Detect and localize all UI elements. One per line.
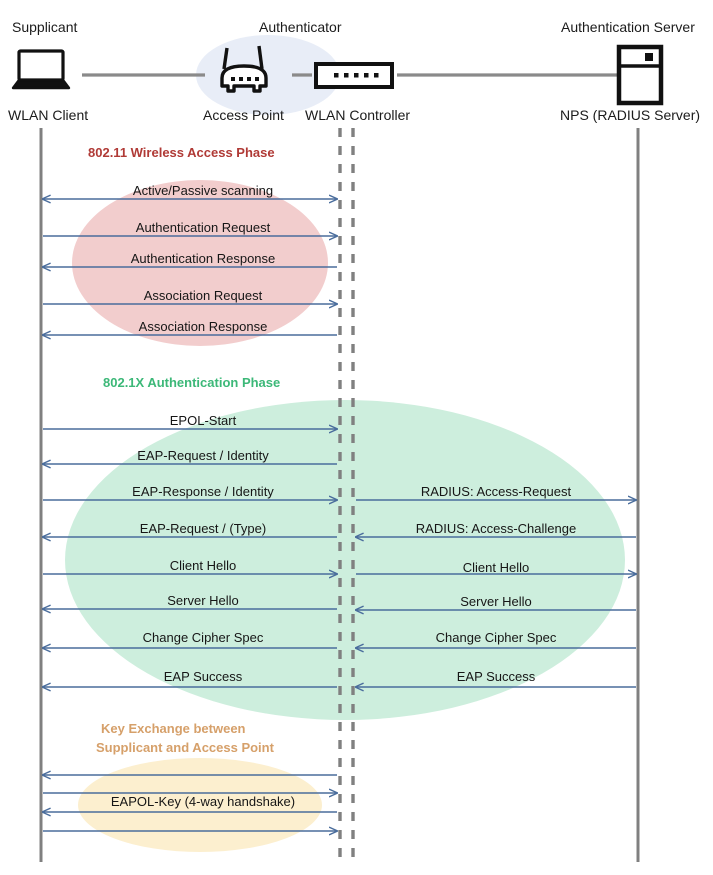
role-title-supplicant: Supplicant — [12, 19, 78, 35]
msg-change-cipher-spec-right: Change Cipher Spec — [435, 630, 557, 645]
msg-epol-start: EPOL-Start — [169, 413, 237, 428]
msg-eapol-key-handshake: EAPOL-Key (4-way handshake) — [110, 794, 296, 809]
server-tower-icon — [616, 44, 664, 106]
laptop-icon — [11, 49, 71, 90]
wireless-router-icon — [220, 45, 268, 93]
msg-client-hello-left: Client Hello — [169, 558, 237, 573]
node-name-nps-radius: NPS (RADIUS Server) — [560, 107, 701, 123]
node-name-access-point: Access Point — [203, 107, 284, 123]
msg-eap-response-identity: EAP-Response / Identity — [132, 484, 274, 499]
msg-server-hello-left: Server Hello — [167, 593, 239, 608]
msg-radius-access-request: RADIUS: Access-Request — [420, 484, 572, 499]
msg-eap-request-identity: EAP-Request / Identity — [137, 448, 269, 463]
phase-8021x-arrows-right — [356, 500, 636, 687]
node-name-wlan-client: WLAN Client — [8, 107, 89, 123]
authenticator-group-ellipse — [196, 35, 340, 115]
msg-eap-request-type: EAP-Request / (Type) — [139, 521, 267, 536]
phase-label-8021x: 802.1X Authentication Phase — [103, 375, 281, 390]
msg-change-cipher-spec-left: Change Cipher Spec — [142, 630, 264, 645]
phase-keyexchange-arrows — [43, 775, 337, 831]
msg-eap-success-right: EAP Success — [456, 669, 536, 684]
msg-server-hello-right: Server Hello — [460, 594, 532, 609]
phase-ellipse-keyexchange — [78, 758, 322, 852]
msg-radius-access-challenge: RADIUS: Access-Challenge — [415, 521, 577, 536]
msg-authentication-response: Authentication Response — [130, 251, 276, 266]
node-name-wlan-controller: WLAN Controller — [305, 107, 411, 123]
msg-active-passive-scanning: Active/Passive scanning — [132, 183, 274, 198]
phase-8021x-arrows-left — [43, 429, 337, 687]
msg-client-hello-right: Client Hello — [462, 560, 530, 575]
msg-association-response: Association Response — [138, 319, 268, 334]
msg-authentication-request: Authentication Request — [135, 220, 271, 235]
network-switch-icon — [314, 62, 394, 89]
phase-label-keyexchange-line1: Key Exchange between — [101, 721, 246, 736]
role-title-authenticator: Authenticator — [259, 19, 342, 35]
phase-label-80211: 802.11 Wireless Access Phase — [88, 145, 275, 160]
phase-80211-arrows — [43, 199, 337, 335]
phase-ellipse-8021x — [65, 400, 625, 720]
role-title-authserver: Authentication Server — [561, 19, 695, 35]
msg-association-request: Association Request — [143, 288, 263, 303]
msg-eap-success-left: EAP Success — [163, 669, 243, 684]
phase-label-keyexchange-line2: Supplicant and Access Point — [96, 740, 274, 755]
